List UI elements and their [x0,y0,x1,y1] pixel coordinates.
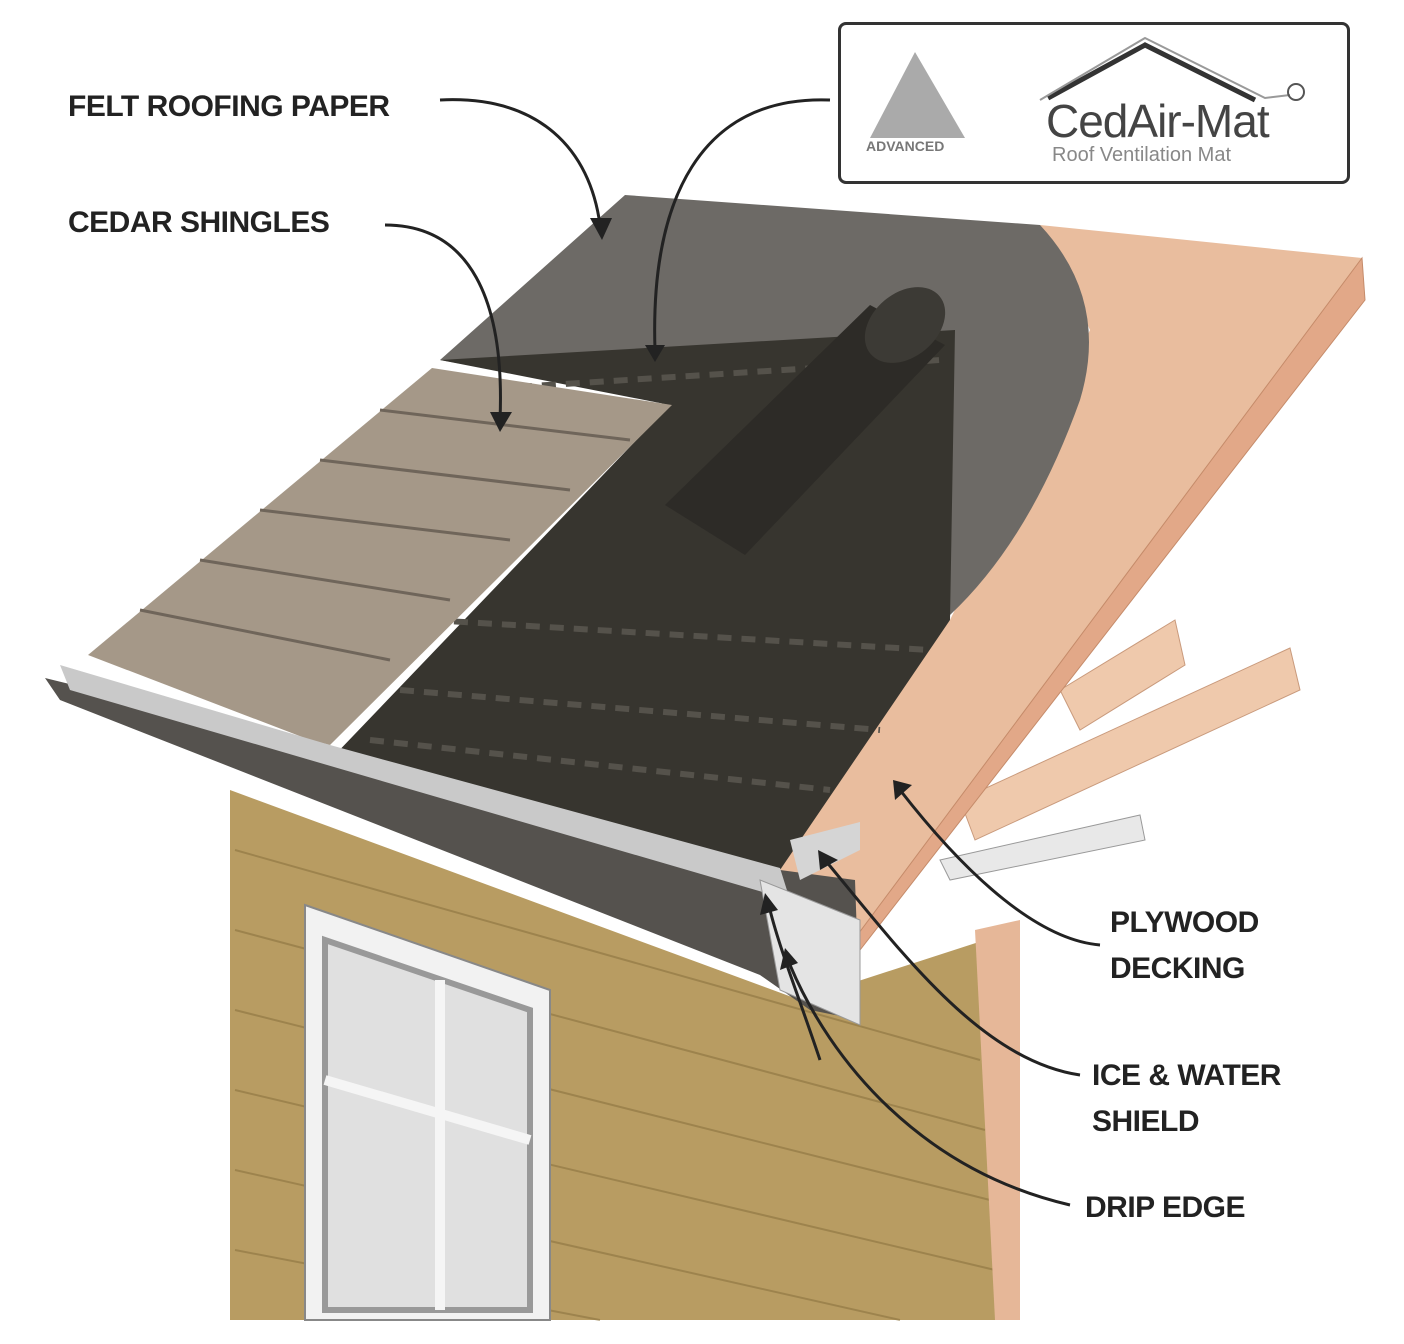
window [304,903,551,1321]
advanced-logo-text: ADVANCED [866,138,945,154]
label-drip-edge: DRIP EDGE [1085,1191,1246,1224]
arrow-heads [490,218,912,970]
plywood-decking [760,225,1362,945]
label-line: PLYWOOD [1110,906,1259,939]
corner-trim [975,920,1020,1320]
label-line: ICE & WATER [1092,1059,1281,1092]
label-ice-water-shield: ICE & WATER SHIELD [1092,1053,1281,1145]
arrow-cedar [384,223,502,421]
label-plywood-decking: PLYWOOD DECKING [1110,900,1259,992]
arrow-plywood [898,789,1101,947]
label-line: DECKING [1110,952,1245,985]
label-line: SHIELD [1092,1105,1200,1138]
cedar-shingles [88,368,672,745]
label-cedar-shingles: CEDAR SHINGLES [68,206,330,239]
gutter-drip-edge [45,665,861,1026]
shingle-courses [139,408,631,662]
callout-arrows [384,98,1101,1207]
label-felt-roofing-paper: FELT ROOFING PAPER [68,90,390,123]
brand-name: CedAir-Mat [1046,95,1270,147]
arrow-drip2 [768,909,822,1061]
arrow-ice [823,859,1081,1077]
arrow-felt [439,98,602,226]
felt-roll [665,287,946,555]
arrow-drip [788,964,1071,1207]
brand-tagline: Roof Ventilation Mat [1052,144,1231,166]
rafters [939,619,1301,881]
arrow-logo [653,98,831,351]
